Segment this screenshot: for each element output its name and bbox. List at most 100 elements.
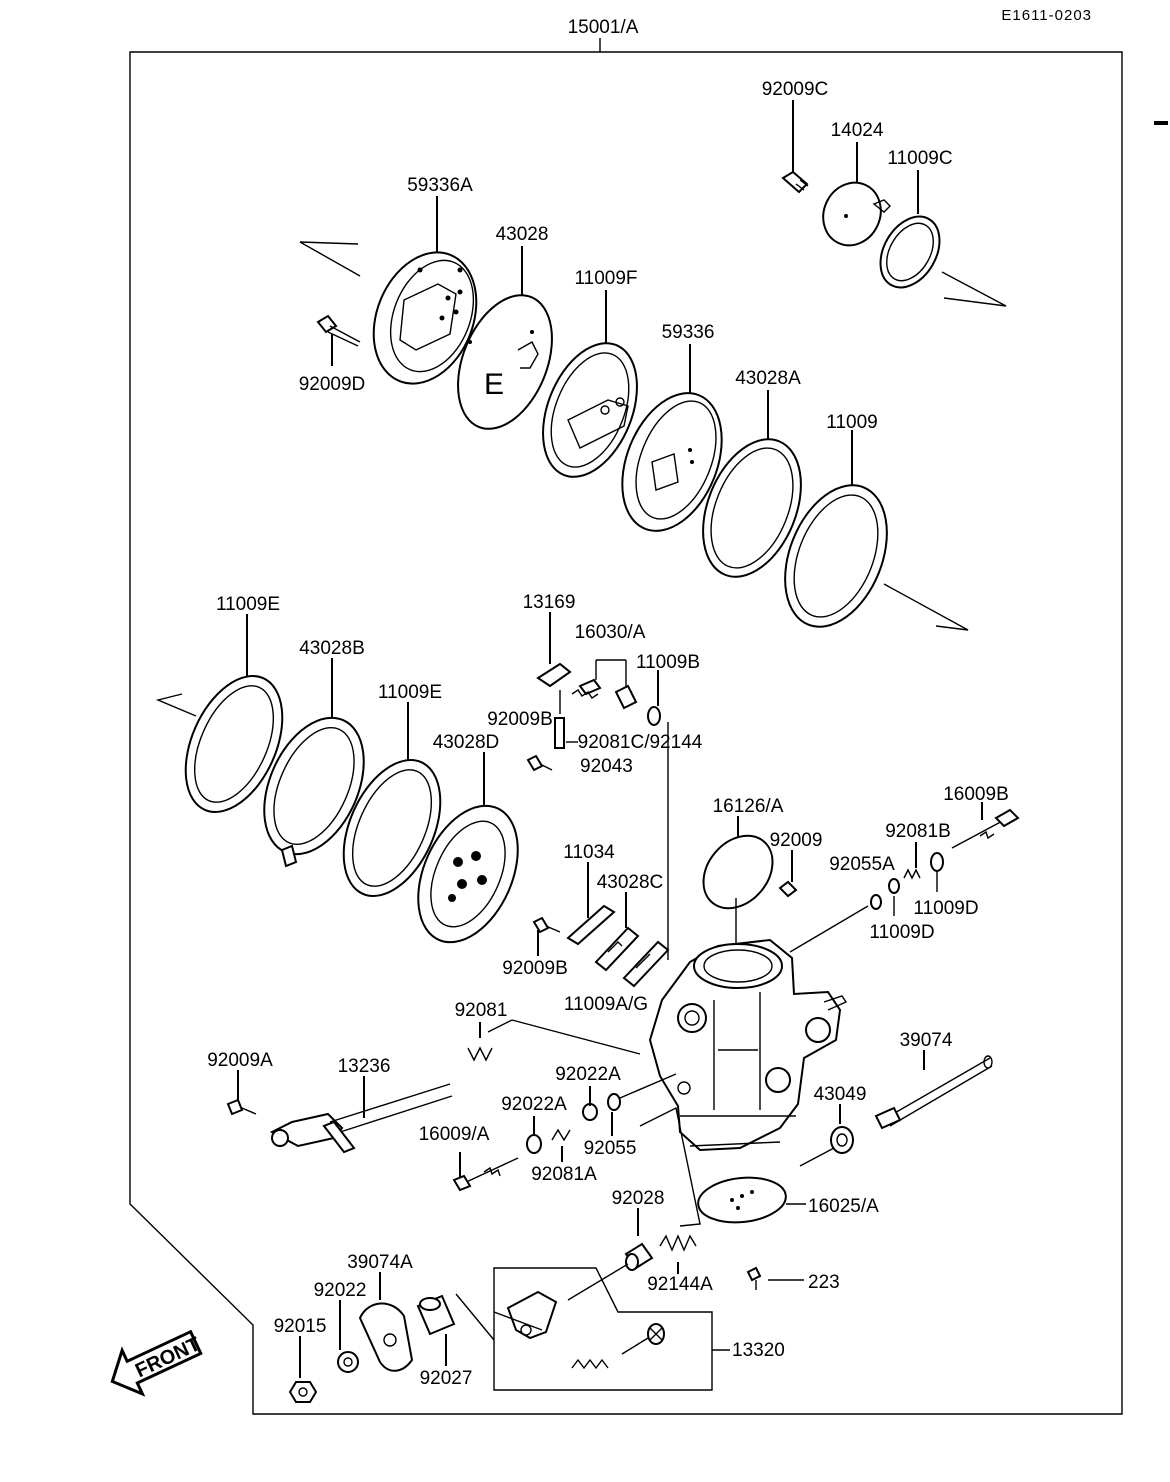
label-92009C: 92009C — [762, 79, 829, 100]
needle-16030A — [578, 659, 638, 710]
oring-92055 — [607, 1073, 677, 1136]
screw-92009A — [226, 1070, 257, 1116]
bushing-92027 — [416, 1293, 495, 1366]
label-92009B-b: 92009B — [502, 958, 568, 979]
label-92055A: 92055A — [829, 854, 895, 875]
gasket-11009E-a — [184, 614, 284, 813]
seal-43049 — [799, 1104, 854, 1167]
label-92027: 92027 — [420, 1368, 473, 1389]
nut-92015 — [288, 1336, 318, 1403]
gasket-11009 — [784, 430, 888, 628]
screw-92009D — [316, 314, 361, 366]
label-11009B: 11009B — [636, 652, 700, 673]
label-92009D: 92009D — [299, 374, 366, 395]
screw-92009B-b — [532, 916, 561, 956]
screw-16009B — [951, 802, 1020, 849]
diaphragm-43028: E — [457, 246, 553, 430]
edge-mark — [1154, 121, 1168, 125]
gasket-11009F — [542, 290, 638, 478]
label-59336: 59336 — [662, 322, 715, 343]
label-11009E-a: 11009E — [216, 594, 280, 615]
shaft-13236 — [269, 1076, 453, 1154]
label-43028C: 43028C — [597, 872, 664, 893]
cap-14024 — [822, 142, 891, 247]
cover-59336A — [372, 196, 478, 385]
adjust-screw-13320 — [621, 1323, 665, 1355]
label-92015: 92015 — [274, 1316, 327, 1337]
alignment-arrow-left-mid — [155, 693, 197, 717]
assembly-frame — [129, 51, 1123, 1415]
leader-92081-body — [487, 1019, 641, 1055]
label-assembly: 15001/A — [568, 17, 639, 38]
label-92009: 92009 — [770, 830, 823, 851]
plate-11034 — [566, 862, 616, 946]
plate-16126A — [702, 816, 774, 990]
washer-92022 — [337, 1300, 359, 1373]
gasket-11009C — [879, 170, 941, 289]
screw-92009B-a — [526, 754, 553, 772]
plate-43028B — [263, 658, 365, 868]
label-43028B: 43028B — [299, 638, 365, 659]
svg-text:E: E — [484, 368, 504, 401]
carburetor-body — [648, 938, 848, 1152]
label-43028D: 43028D — [433, 732, 500, 753]
label-43028: 43028 — [496, 224, 549, 245]
gasket-11009E-b — [342, 702, 442, 897]
label-92009A: 92009A — [207, 1050, 273, 1071]
gasket-43028C — [594, 892, 640, 972]
label-16126A: 16126/A — [713, 796, 784, 817]
label-92022A-b: 92022A — [555, 1064, 621, 1085]
label-11009: 11009 — [826, 412, 877, 433]
shaft-39074 — [874, 1050, 993, 1130]
spring-92081B — [903, 842, 921, 880]
label-92081: 92081 — [455, 1000, 508, 1021]
label-16030A: 16030/A — [575, 622, 646, 643]
washer-11009D-a — [930, 852, 944, 892]
label-92028: 92028 — [612, 1188, 665, 1209]
washer-92055A — [888, 878, 900, 916]
gasket-11009AG — [622, 940, 670, 988]
alignment-arrow-left-top — [299, 241, 361, 277]
bushing-92028 — [624, 1208, 654, 1271]
spring-92081A — [551, 1128, 571, 1162]
label-13236: 13236 — [338, 1056, 391, 1077]
washer-92022A-b — [582, 1086, 598, 1121]
label-11009D-a: 11009D — [913, 898, 978, 919]
washer-92022A-a — [526, 1116, 542, 1154]
drawing-code: E1611-0203 — [1001, 7, 1092, 24]
gasket-11009B — [647, 670, 661, 726]
frame-13320 — [493, 1267, 713, 1391]
label-11009D-b: 11009D — [869, 922, 934, 943]
label-43028A: 43028A — [735, 368, 801, 389]
leader-92144A — [639, 1106, 701, 1227]
label-16025A: 16025/A — [808, 1196, 879, 1217]
diaphragm-16025A — [697, 1176, 806, 1224]
screw-16009A — [452, 1152, 519, 1192]
spring-92081 — [467, 1022, 493, 1062]
label-92055: 92055 — [584, 1138, 637, 1159]
label-13320: 13320 — [732, 1340, 785, 1361]
washer-11009D-b — [789, 894, 882, 953]
screw-92009C — [781, 100, 809, 194]
label-11009C: 11009C — [887, 148, 952, 169]
cover-59336 — [621, 344, 723, 532]
diaphragm-43028D — [417, 752, 519, 944]
front-arrow-icon: FRONT — [110, 1329, 204, 1397]
screw-223 — [746, 1266, 804, 1290]
label-11034: 11034 — [563, 842, 615, 863]
label-92022: 92022 — [314, 1280, 367, 1301]
front-label: FRONT — [132, 1333, 204, 1382]
label-92081B: 92081B — [885, 821, 951, 842]
lever-13320 — [493, 1263, 629, 1340]
label-39074: 39074 — [900, 1030, 953, 1051]
spring-92144A — [659, 1234, 697, 1274]
label-14024: 14024 — [831, 120, 884, 141]
label-11009E-b: 11009E — [378, 682, 442, 703]
label-43049: 43049 — [814, 1084, 867, 1105]
label-92043: 92043 — [580, 756, 633, 777]
alignment-arrow-right-top — [941, 271, 1007, 307]
label-39074A: 39074A — [347, 1252, 413, 1273]
alignment-arrow-right-mid — [883, 583, 969, 631]
spring-13320 — [571, 1358, 609, 1370]
